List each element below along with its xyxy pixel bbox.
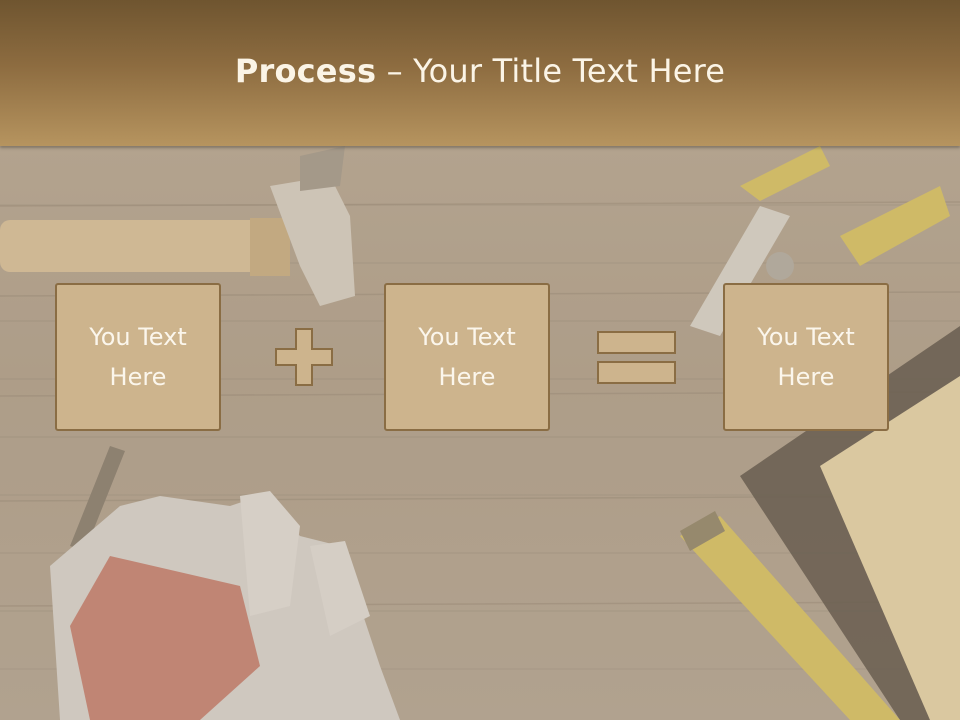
process-box-3[interactable]: You Text Here [723, 283, 889, 431]
hammer-icon [0, 146, 355, 306]
process-box-2-text: You Text Here [418, 323, 516, 391]
pliers-icon [690, 146, 950, 336]
equals-icon [597, 331, 676, 384]
square-icon [740, 326, 960, 720]
tools-background-image [0, 146, 960, 720]
process-box-2[interactable]: You Text Here [384, 283, 550, 431]
process-box-1-text: You Text Here [89, 323, 187, 391]
title-bar: Process – Your Title Text Here [0, 0, 960, 146]
tools-illustration [0, 146, 960, 720]
title-rest: – Your Title Text Here [376, 52, 726, 90]
tape-measure-icon [680, 511, 900, 720]
glove-icon [50, 491, 400, 720]
plus-icon [275, 328, 333, 386]
background-overlay [0, 146, 960, 720]
process-box-1[interactable]: You Text Here [55, 283, 221, 431]
slide-title: Process – Your Title Text Here [0, 52, 960, 90]
process-box-3-text: You Text Here [757, 323, 855, 391]
title-bold: Process [234, 52, 377, 90]
